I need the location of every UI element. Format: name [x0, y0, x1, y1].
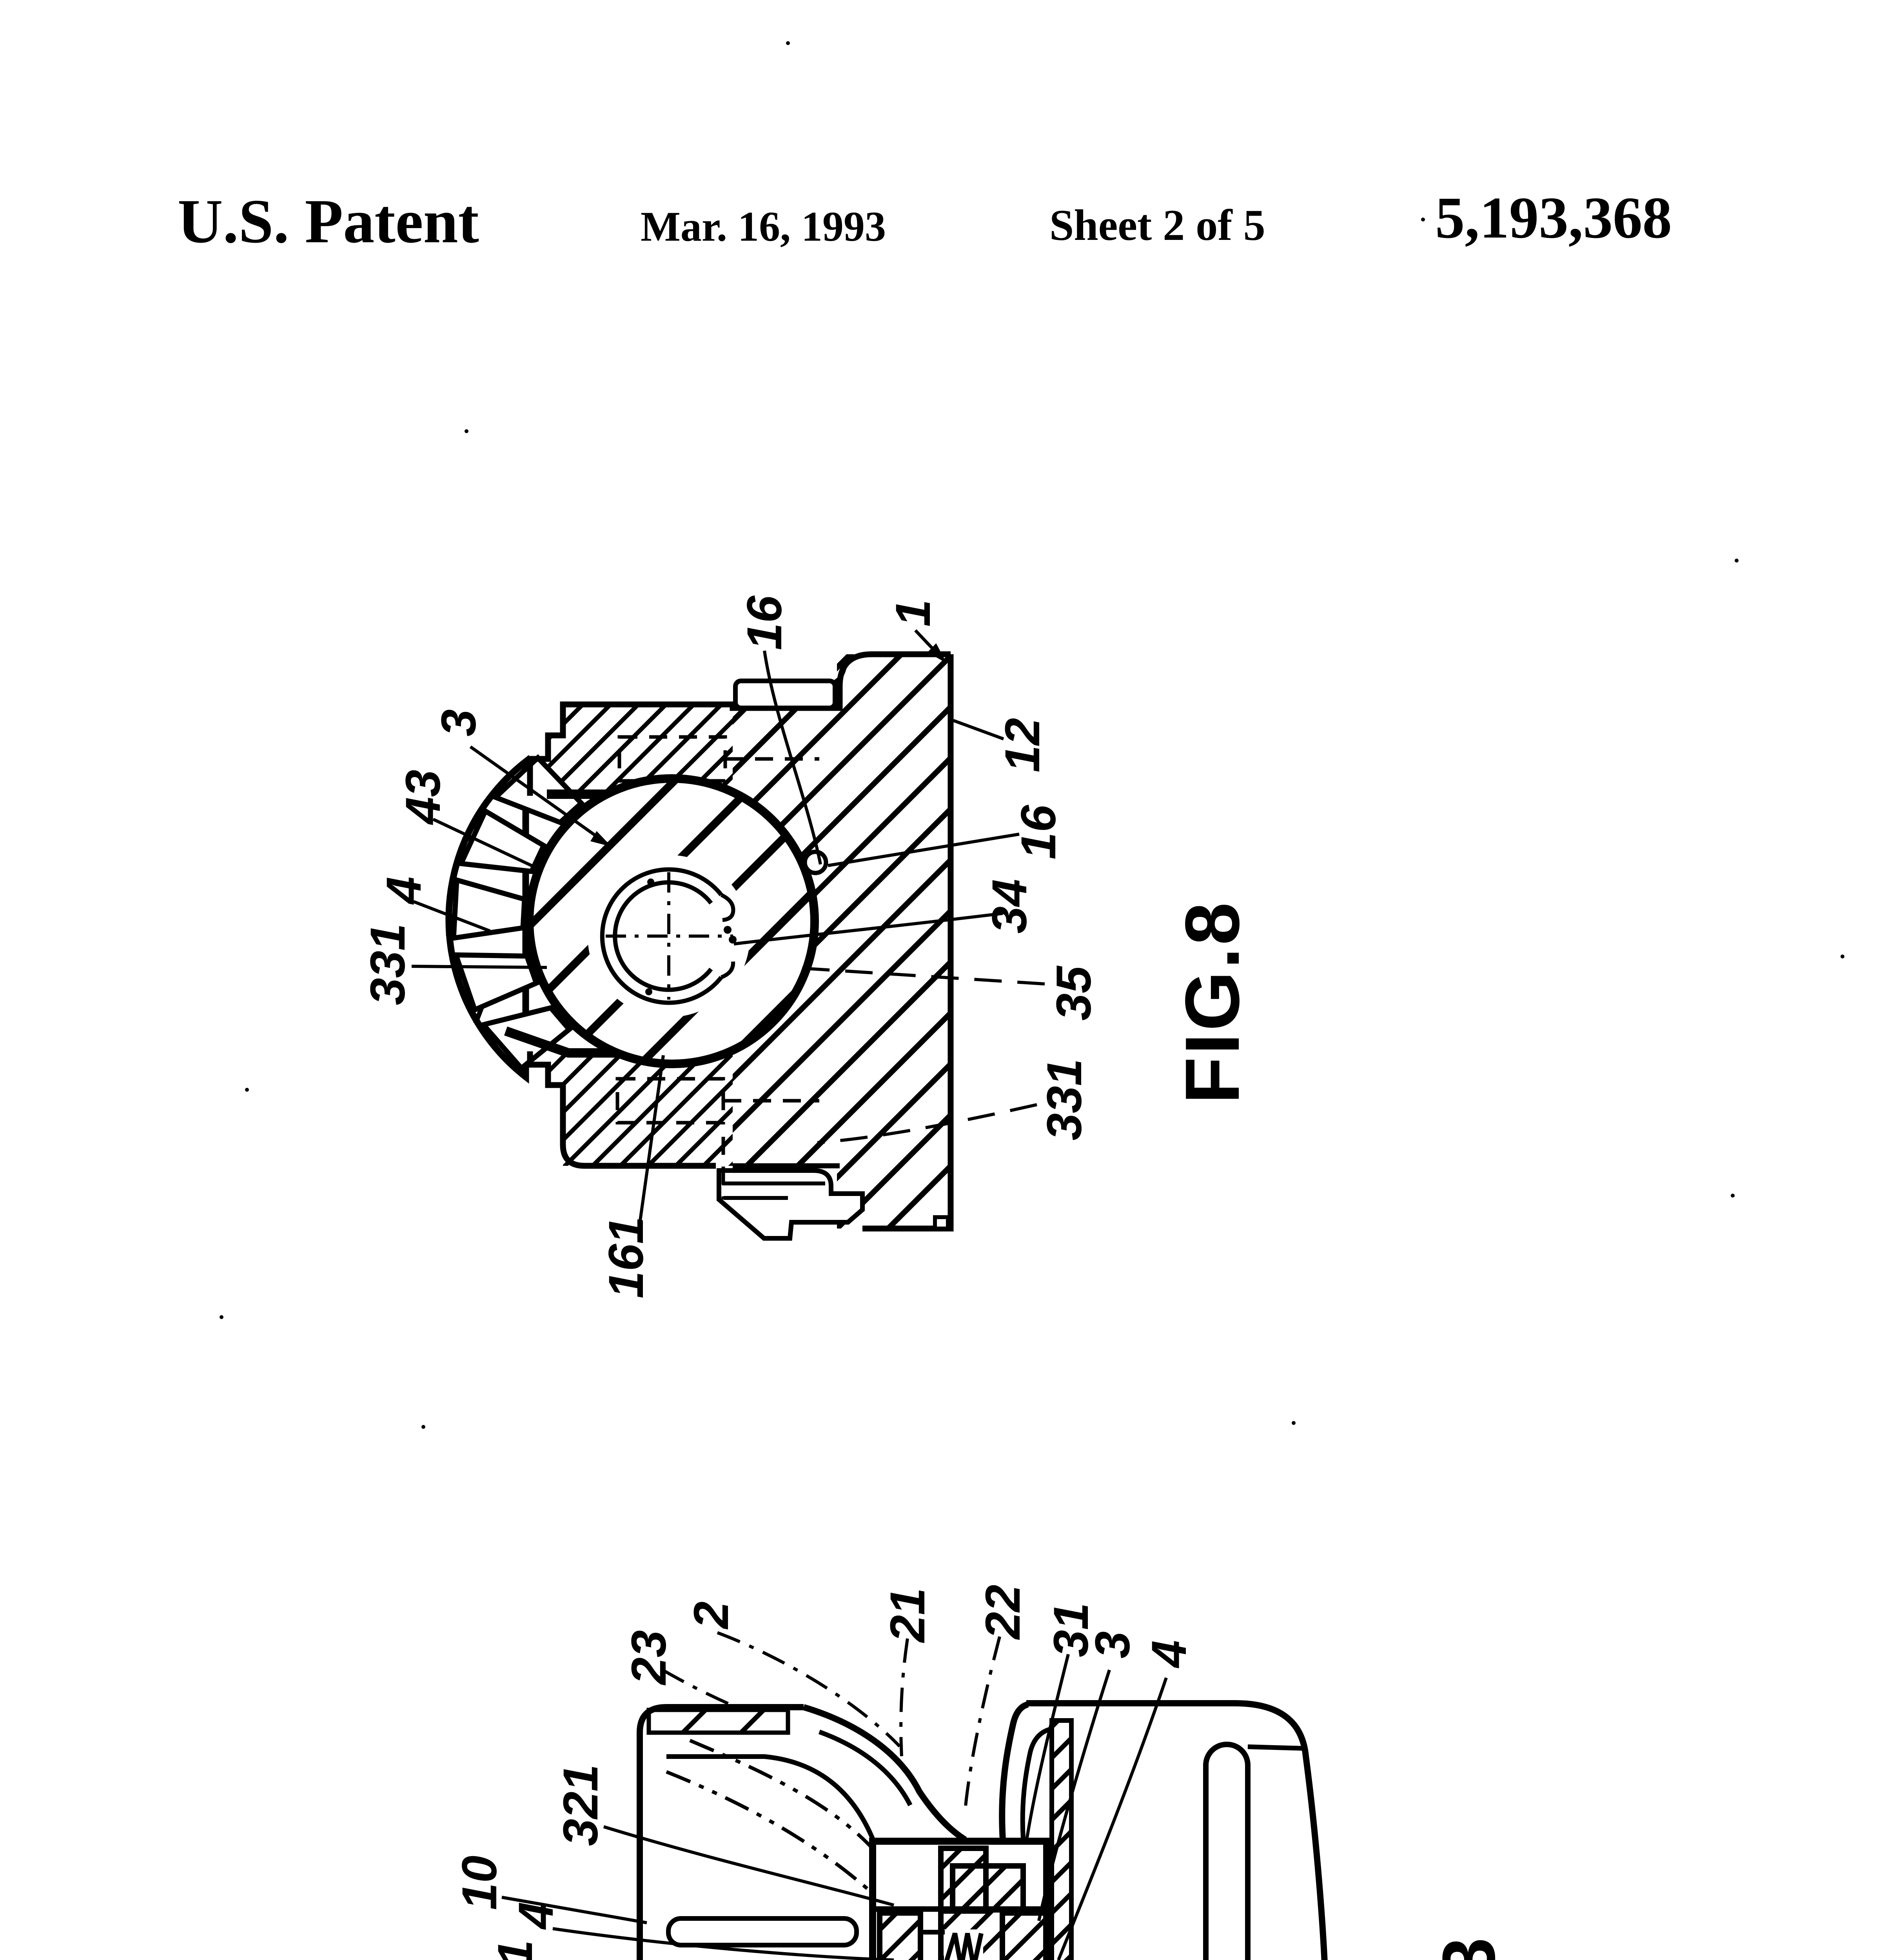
svg-text:FIG.3: FIG.3 [1427, 1936, 1510, 1960]
svg-text:1: 1 [886, 599, 940, 627]
svg-text:331: 331 [1037, 1059, 1092, 1141]
svg-text:23: 23 [622, 1630, 676, 1685]
svg-text:3: 3 [1085, 1631, 1140, 1659]
svg-text:22: 22 [976, 1584, 1030, 1640]
svg-text:331: 331 [361, 924, 415, 1005]
svg-text:43: 43 [396, 769, 450, 825]
svg-text:16: 16 [1011, 804, 1066, 860]
svg-text:321: 321 [554, 1764, 608, 1846]
svg-text:10: 10 [452, 1855, 507, 1910]
svg-text:Mar. 16, 1993: Mar. 16, 1993 [641, 203, 886, 250]
svg-text:2: 2 [684, 1601, 739, 1630]
svg-text:4: 4 [509, 1902, 563, 1930]
svg-text:12: 12 [995, 718, 1050, 772]
svg-text:FIG.8: FIG.8 [1169, 900, 1255, 1104]
svg-text:4: 4 [377, 877, 431, 905]
svg-text:4: 4 [1142, 1640, 1196, 1669]
svg-text:16: 16 [737, 595, 792, 650]
svg-text:35: 35 [1047, 965, 1101, 1021]
svg-text:34: 34 [982, 879, 1037, 933]
svg-text:5,193,368: 5,193,368 [1435, 185, 1672, 250]
svg-text:31: 31 [1044, 1602, 1098, 1657]
svg-text:U.S. Patent: U.S. Patent [178, 186, 479, 256]
svg-text:21: 21 [880, 1588, 935, 1643]
svg-text:161: 161 [599, 1217, 653, 1299]
svg-text:331: 331 [488, 1940, 543, 1960]
svg-text:3: 3 [432, 709, 486, 737]
svg-text:Sheet 2 of 5: Sheet 2 of 5 [1049, 201, 1265, 250]
